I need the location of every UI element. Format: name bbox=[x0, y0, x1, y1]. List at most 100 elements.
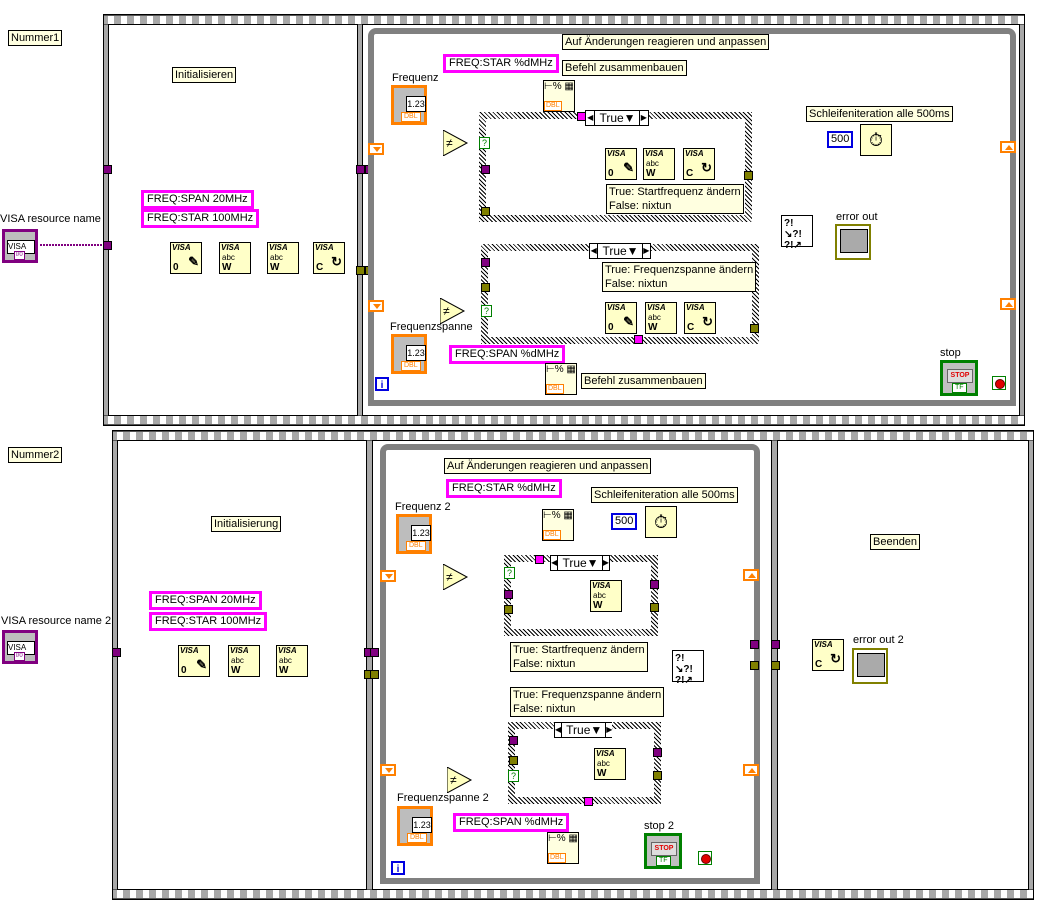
close-icon: ↻ bbox=[830, 651, 841, 666]
case-selector-start[interactable]: ◀ True▼ ▶ bbox=[550, 555, 610, 571]
frequenz-control[interactable]: 1.23 DBL bbox=[391, 85, 427, 125]
error-out-indicator[interactable] bbox=[835, 224, 871, 260]
format-string-span[interactable]: FREQ:SPAN %dMHz bbox=[453, 813, 570, 832]
open-icon: ✎ bbox=[623, 160, 634, 175]
refnum-tunnel bbox=[112, 648, 121, 657]
visa-prefix: VISA bbox=[685, 149, 704, 158]
visa-close-vi[interactable]: VISA↻C bbox=[684, 302, 716, 334]
increment-arrow-icon[interactable]: ▶ bbox=[641, 244, 650, 258]
format-into-string-function[interactable]: ⊢% ▦DBL bbox=[547, 832, 579, 864]
refnum-tunnel bbox=[356, 165, 365, 174]
write-text: abc bbox=[231, 656, 244, 665]
write-letter: W bbox=[231, 665, 241, 676]
open-icon: ✎ bbox=[196, 657, 207, 672]
close-letter: C bbox=[316, 262, 324, 273]
decrement-arrow-icon[interactable]: ◀ bbox=[586, 111, 596, 125]
visa-resource-control[interactable]: VISA I/0 bbox=[2, 630, 38, 664]
format-string-span[interactable]: FREQ:SPAN %dMHz bbox=[449, 345, 566, 364]
decrement-arrow-icon[interactable]: ◀ bbox=[555, 723, 563, 737]
case-selector-terminal: ? bbox=[481, 305, 492, 317]
wait-ms-constant[interactable]: 500 bbox=[827, 131, 854, 148]
case-selector-start[interactable]: ◀ True▼ ▶ bbox=[585, 110, 649, 126]
string-tunnel bbox=[535, 555, 544, 564]
visa-open-vi[interactable]: VISA✎0 bbox=[170, 242, 202, 274]
bool-type-badge: TF bbox=[656, 856, 671, 866]
error-cluster-icon bbox=[840, 229, 868, 253]
dbl-badge: DBL bbox=[548, 853, 566, 863]
refnum-tunnel bbox=[750, 640, 759, 649]
frequenz-2-control[interactable]: 1.23 DBL bbox=[396, 514, 432, 554]
string-constant-start[interactable]: FREQ:STAR 100MHz bbox=[149, 612, 268, 631]
increment-arrow-icon[interactable]: ▶ bbox=[601, 556, 609, 570]
case-selector-span[interactable]: ◀ True▼ ▶ bbox=[554, 722, 613, 738]
decrement-arrow-icon[interactable]: ◀ bbox=[551, 556, 559, 570]
string-constant-start[interactable]: FREQ:STAR 100MHz bbox=[141, 209, 260, 228]
stop-button-control[interactable]: STOP TF bbox=[940, 360, 978, 396]
string-tunnel bbox=[584, 797, 593, 806]
format-into-string-function[interactable]: ⊢% ▦DBL bbox=[545, 363, 577, 395]
stop-2-label: stop 2 bbox=[644, 820, 674, 832]
write-letter: W bbox=[597, 768, 607, 779]
refnum-tunnel bbox=[481, 165, 490, 174]
visa-close-vi[interactable]: VISA↻C bbox=[683, 148, 715, 180]
frequenzspanne-2-control[interactable]: 1.23 DBL bbox=[397, 806, 433, 846]
visa-prefix: VISA bbox=[221, 243, 240, 252]
loop-condition-terminal[interactable] bbox=[992, 376, 1006, 390]
not-equal-function[interactable]: ≠ bbox=[447, 767, 473, 793]
merge-errors-function[interactable]: ?!↘?! ?!↗ bbox=[781, 215, 813, 251]
visa-resource-control[interactable]: VISA I/0 bbox=[2, 229, 38, 263]
note-line: True: Startfrequenz ändern bbox=[609, 186, 741, 198]
error-out-2-indicator[interactable] bbox=[852, 648, 888, 684]
string-constant-span[interactable]: FREQ:SPAN 20MHz bbox=[141, 190, 254, 209]
error-tunnel bbox=[650, 603, 659, 612]
merge-errors-function[interactable]: ?!↘?! ?!↗ bbox=[672, 650, 704, 686]
stop-2-button-control[interactable]: STOP TF bbox=[644, 833, 682, 869]
open-letter: 0 bbox=[181, 665, 187, 676]
case-selector-span[interactable]: ◀ True▼ ▶ bbox=[589, 243, 651, 259]
increment-arrow-icon[interactable]: ▶ bbox=[638, 111, 648, 125]
build-command-note: Befehl zusammenbauen bbox=[581, 373, 706, 389]
format-into-string-function[interactable]: ⊢% ▦DBL bbox=[542, 509, 574, 541]
visa-open-vi[interactable]: VISA✎0 bbox=[605, 148, 637, 180]
increment-arrow-icon[interactable]: ▶ bbox=[605, 723, 613, 737]
format-into-string-function[interactable]: ⊢% ▦DBL bbox=[543, 80, 575, 112]
visa-prefix: VISA bbox=[607, 149, 626, 158]
dropdown-icon: ▼ bbox=[590, 723, 603, 737]
refnum-tunnel bbox=[509, 736, 518, 745]
visa-close-vi[interactable]: VISA↻C bbox=[313, 242, 345, 274]
format-string-start[interactable]: FREQ:STAR %dMHz bbox=[446, 479, 562, 498]
write-letter: W bbox=[648, 322, 658, 333]
not-equal-function[interactable]: ≠ bbox=[443, 130, 469, 156]
decrement-arrow-icon[interactable]: ◀ bbox=[590, 244, 599, 258]
stop-button-face: STOP bbox=[947, 369, 973, 383]
dbl-badge: DBL bbox=[546, 384, 564, 394]
error-tunnel bbox=[370, 670, 379, 679]
wait-ms-function[interactable]: ⏱ bbox=[860, 124, 892, 156]
wait-ms-constant[interactable]: 500 bbox=[611, 513, 638, 530]
frequenzspanne-2-label: Frequenzspanne 2 bbox=[397, 792, 489, 804]
loop-condition-terminal[interactable] bbox=[698, 851, 712, 865]
visa-open-vi[interactable]: VISA✎0 bbox=[605, 302, 637, 334]
note-line: False: nixtun bbox=[513, 703, 576, 715]
frequenzspanne-control[interactable]: 1.23 DBL bbox=[391, 334, 427, 374]
wait-note: Schleifeniteration alle 500ms bbox=[591, 487, 738, 503]
frame-label-initialisierung: Initialisierung bbox=[211, 516, 282, 532]
wait-ms-function[interactable]: ⏱ bbox=[645, 506, 677, 538]
refnum-tunnel bbox=[650, 580, 659, 589]
not-equal-function[interactable]: ≠ bbox=[440, 298, 466, 324]
not-equal-function[interactable]: ≠ bbox=[443, 564, 469, 590]
string-constant-span[interactable]: FREQ:SPAN 20MHz bbox=[149, 591, 262, 610]
visa-open-vi[interactable]: VISA✎0 bbox=[178, 645, 210, 677]
format-string-start[interactable]: FREQ:STAR %dMHz bbox=[443, 54, 559, 73]
visa-close-vi[interactable]: VISA↻C bbox=[812, 639, 844, 671]
write-letter: W bbox=[593, 600, 603, 611]
